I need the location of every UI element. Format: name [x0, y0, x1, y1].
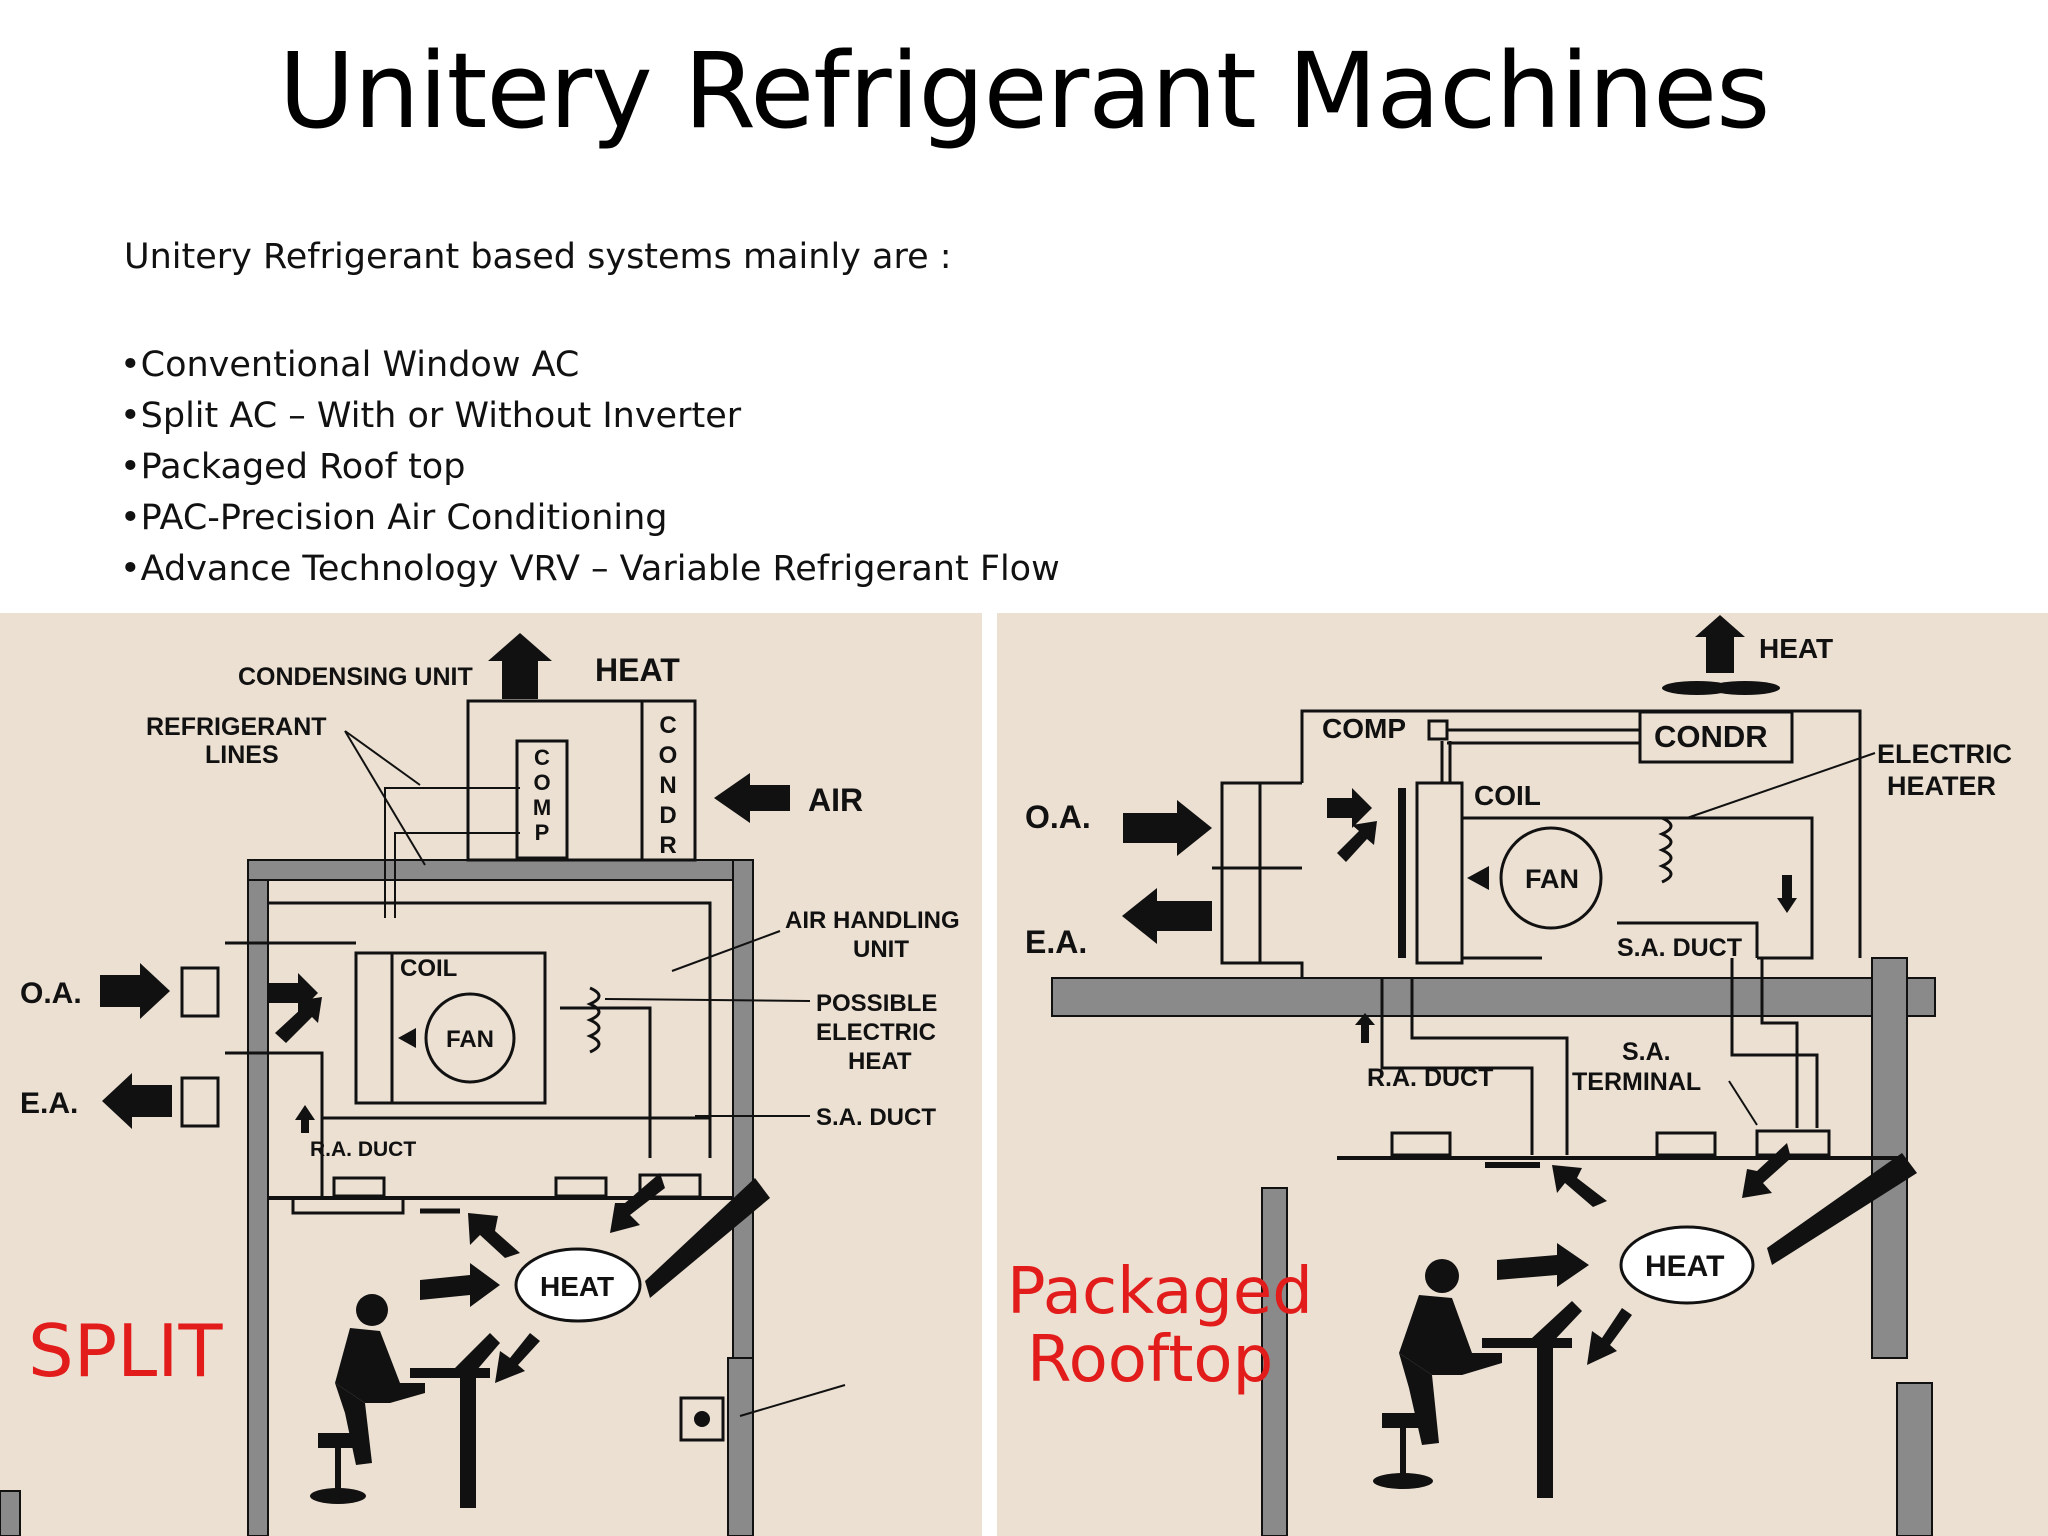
label-peh-2: ELECTRIC	[816, 1019, 936, 1046]
label-refrigerant: REFRIGERANT	[146, 713, 327, 741]
oa-in-arrow	[1123, 800, 1212, 856]
label-air: AIR	[808, 782, 863, 818]
label-ra-duct: R.A. DUCT	[310, 1138, 416, 1161]
person-at-desk-icon	[310, 1294, 500, 1508]
ea-grille	[180, 1076, 220, 1128]
comp-letter: C	[534, 745, 550, 770]
condensing-unit	[466, 699, 697, 862]
heat-cloud	[514, 1247, 642, 1323]
label-coil: COIL	[400, 955, 457, 982]
electric-heater-icon	[1658, 816, 1673, 884]
person-at-desk-icon	[1373, 1259, 1582, 1498]
ea-out-arrow	[102, 1073, 172, 1129]
caption-split: SPLIT	[28, 1309, 223, 1393]
condr-letter: N	[659, 772, 676, 799]
label-ahu-2: UNIT	[853, 936, 909, 963]
label-heater: HEATER	[1887, 771, 1996, 801]
label-condr: CONDR	[1654, 719, 1768, 754]
fan-icon	[1499, 826, 1603, 930]
label-condensing-unit: CONDENSING UNIT	[238, 663, 473, 691]
condr-letter: C	[659, 712, 676, 739]
label-coil: COIL	[1474, 780, 1541, 811]
condr-letter: R	[659, 832, 676, 859]
comp-letter: M	[533, 795, 551, 820]
oa-in-arrow	[100, 963, 170, 1019]
bullet-list: •Conventional Window AC •Split AC – With…	[120, 340, 1060, 595]
bullet-item: •PAC-Precision Air Conditioning	[120, 498, 668, 538]
label-lines: LINES	[205, 741, 279, 769]
label-ea: E.A.	[1025, 924, 1087, 960]
heat-up-arrow	[488, 633, 552, 699]
air-handling-unit	[225, 901, 712, 1215]
split-system-diagram: CONDENSING UNIT HEAT REFRIGERANT LINES C…	[0, 613, 982, 1536]
intro-text: Unitery Refrigerant based systems mainly…	[124, 237, 952, 277]
bullet-item: •Advance Technology VRV – Variable Refri…	[120, 549, 1060, 589]
sa-terminal	[1755, 1129, 1831, 1157]
label-peh-3: HEAT	[848, 1048, 912, 1075]
rooftop-diagram-svg: HEAT COMP CONDR ELECTRIC HEATER O.A. E.A…	[1007, 613, 2048, 1536]
bullet-item: •Split AC – With or Without Inverter	[120, 396, 742, 436]
condr-letter: O	[659, 742, 678, 769]
label-electric: ELECTRIC	[1877, 739, 2012, 769]
rooftop-unit	[1212, 709, 1862, 1155]
bullet-item: •Packaged Roof top	[120, 447, 466, 487]
label-heat-top: HEAT	[1759, 633, 1833, 664]
electric-heat-icon	[586, 986, 601, 1054]
slide-title: Unitery Refrigerant Machines	[278, 30, 1771, 152]
heat-cloud	[1619, 1225, 1755, 1305]
label-sa-duct: S.A. DUCT	[816, 1104, 936, 1131]
label-comp: COMP	[1322, 713, 1406, 744]
packaged-rooftop-diagram: HEAT COMP CONDR ELECTRIC HEATER O.A. E.A…	[997, 613, 2048, 1536]
label-heat-room: HEAT	[1645, 1250, 1724, 1283]
comp-letter: O	[533, 770, 550, 795]
air-in-arrow	[714, 773, 790, 823]
label-peh-1: POSSIBLE	[816, 990, 937, 1017]
caption-packaged: Packaged	[1007, 1255, 1313, 1329]
ea-out-arrow	[1122, 888, 1212, 944]
bullet-item: •Conventional Window AC	[120, 345, 580, 385]
label-ra-duct: R.A. DUCT	[1367, 1064, 1493, 1092]
sa-terminal	[638, 1173, 702, 1199]
label-fan: FAN	[446, 1026, 494, 1053]
heat-up-arrow	[1695, 615, 1745, 673]
label-sat-2: TERMINAL	[1572, 1068, 1701, 1096]
label-ahu-1: AIR HANDLING	[785, 907, 960, 934]
label-sat-1: S.A.	[1622, 1038, 1671, 1066]
label-heat-top: HEAT	[595, 652, 680, 688]
label-ea: E.A.	[20, 1087, 78, 1120]
fan-icon	[424, 992, 516, 1084]
label-fan: FAN	[1525, 864, 1579, 894]
condr-letter: D	[659, 802, 676, 829]
label-sa-duct: S.A. DUCT	[1617, 934, 1742, 962]
comp-letter: P	[535, 820, 550, 845]
caption-rooftop: Rooftop	[1027, 1323, 1273, 1397]
label-oa: O.A.	[1025, 799, 1091, 835]
label-oa: O.A.	[20, 977, 82, 1010]
label-heat-room: HEAT	[540, 1271, 614, 1302]
building-walls	[1051, 957, 1936, 1536]
thermostat-icon	[679, 1396, 725, 1442]
oa-grille	[180, 966, 220, 1018]
split-diagram-svg: CONDENSING UNIT HEAT REFRIGERANT LINES C…	[0, 633, 960, 1536]
